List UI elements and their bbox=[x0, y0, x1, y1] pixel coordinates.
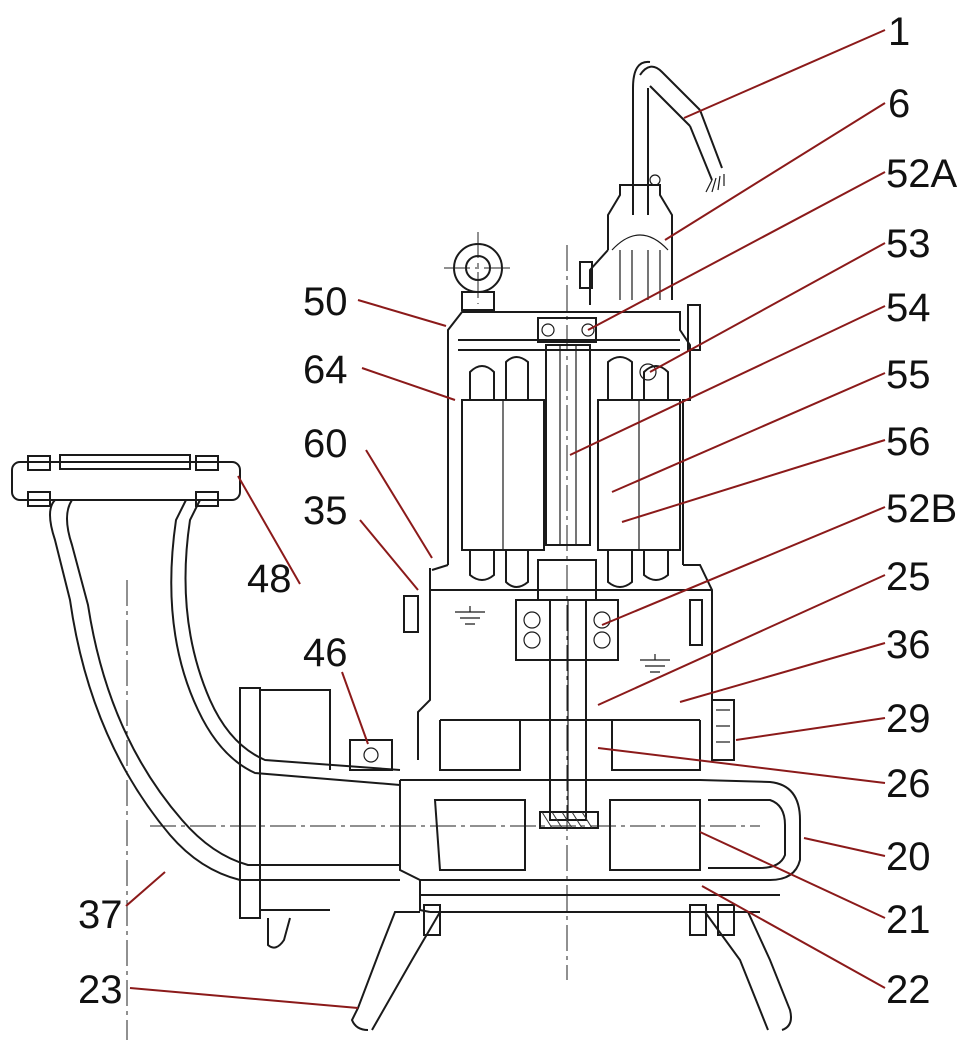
leader-1 bbox=[683, 29, 886, 119]
leader-26 bbox=[597, 747, 886, 784]
callout-64: 64 bbox=[303, 348, 348, 392]
callout-25: 25 bbox=[886, 555, 931, 599]
callout-26: 26 bbox=[886, 762, 931, 806]
callout-46: 46 bbox=[303, 631, 348, 675]
lifting-eye bbox=[444, 232, 512, 311]
leader-22 bbox=[701, 885, 886, 989]
leader-54 bbox=[569, 305, 886, 456]
motor-frame bbox=[447, 304, 703, 646]
leader-56 bbox=[621, 439, 886, 523]
leader-52A bbox=[587, 171, 886, 331]
leader-60 bbox=[365, 449, 433, 559]
leader-lines bbox=[125, 29, 886, 1009]
callout-23: 23 bbox=[78, 968, 123, 1012]
callout-35: 35 bbox=[303, 489, 348, 533]
cable-gland-cover bbox=[579, 174, 673, 305]
callout-53: 53 bbox=[886, 222, 931, 266]
callout-1: 1 bbox=[888, 10, 910, 54]
leader-35 bbox=[359, 519, 419, 591]
pump-stand bbox=[350, 904, 792, 1031]
callout-6: 6 bbox=[888, 82, 910, 126]
callout-48: 48 bbox=[247, 557, 292, 601]
leader-64 bbox=[361, 367, 456, 401]
leader-53 bbox=[649, 242, 886, 373]
callout-52A: 52A bbox=[886, 152, 957, 196]
pump-drawing bbox=[11, 60, 801, 1040]
power-cable bbox=[632, 60, 725, 215]
callout-21: 21 bbox=[886, 898, 931, 942]
callout-54: 54 bbox=[886, 286, 931, 330]
callout-29: 29 bbox=[886, 697, 931, 741]
callout-20: 20 bbox=[886, 835, 931, 879]
callout-56: 56 bbox=[886, 420, 931, 464]
leader-23 bbox=[129, 987, 359, 1009]
callout-22: 22 bbox=[886, 968, 931, 1012]
leader-48 bbox=[237, 475, 301, 585]
leader-6 bbox=[664, 102, 886, 241]
leader-46 bbox=[341, 671, 369, 745]
callout-36: 36 bbox=[886, 623, 931, 667]
leader-36 bbox=[679, 642, 886, 703]
callout-52B: 52B bbox=[886, 487, 957, 531]
leader-55 bbox=[611, 372, 886, 493]
leader-37 bbox=[125, 871, 166, 907]
callout-37: 37 bbox=[78, 893, 123, 937]
leader-20 bbox=[803, 837, 886, 857]
leader-50 bbox=[357, 299, 447, 327]
leader-29 bbox=[735, 717, 886, 741]
callout-60: 60 bbox=[303, 422, 348, 466]
callout-50: 50 bbox=[303, 280, 348, 324]
seal-housing bbox=[403, 559, 735, 821]
pump-casing bbox=[399, 779, 801, 913]
leader-25 bbox=[597, 574, 886, 706]
discharge-elbow bbox=[11, 454, 401, 949]
callout-labels: 1 6 52A 53 54 55 56 52B 25 36 29 26 20 2… bbox=[78, 10, 957, 1012]
leader-21 bbox=[699, 831, 886, 919]
callout-55: 55 bbox=[886, 353, 931, 397]
leader-52B bbox=[601, 506, 886, 626]
